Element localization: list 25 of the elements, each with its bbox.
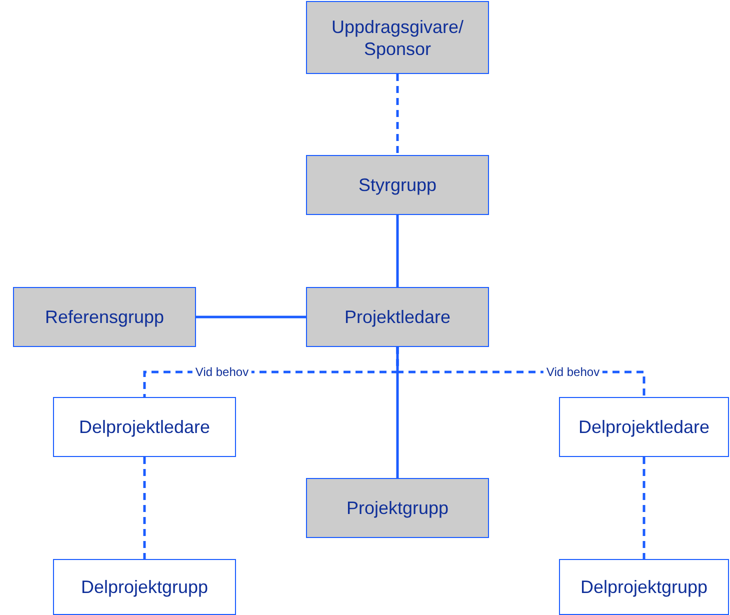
- subproject-box: [53, 397, 236, 457]
- connector-line: [396, 215, 399, 287]
- dashed-connector: [143, 457, 146, 559]
- box-label: Projektgrupp: [346, 497, 449, 519]
- edge-label: Vid behov: [543, 365, 603, 379]
- box-label: Projektledare: [344, 306, 451, 328]
- box-label: Referensgrupp: [44, 306, 164, 328]
- role-box: [306, 478, 489, 538]
- role-box: [13, 287, 196, 347]
- box-label: Delprojektgrupp: [580, 576, 708, 598]
- role-box: [306, 287, 489, 347]
- box-label: Delprojektledare: [578, 416, 710, 438]
- box-label: Styrgrupp: [358, 174, 437, 196]
- connector-line: [196, 316, 306, 318]
- role-box: [306, 1, 489, 74]
- subproject-box: [53, 559, 236, 615]
- dashed-connector: [642, 457, 646, 559]
- edge-label: Vid behov: [192, 365, 252, 379]
- role-box: [306, 155, 489, 215]
- subproject-box: [559, 559, 729, 615]
- subproject-box: [559, 397, 729, 457]
- box-label: Delprojektledare: [78, 416, 210, 438]
- dashed-connector: [396, 74, 399, 155]
- box-label: Uppdragsgivare/ Sponsor: [330, 16, 465, 60]
- box-label: Delprojektgrupp: [80, 576, 208, 598]
